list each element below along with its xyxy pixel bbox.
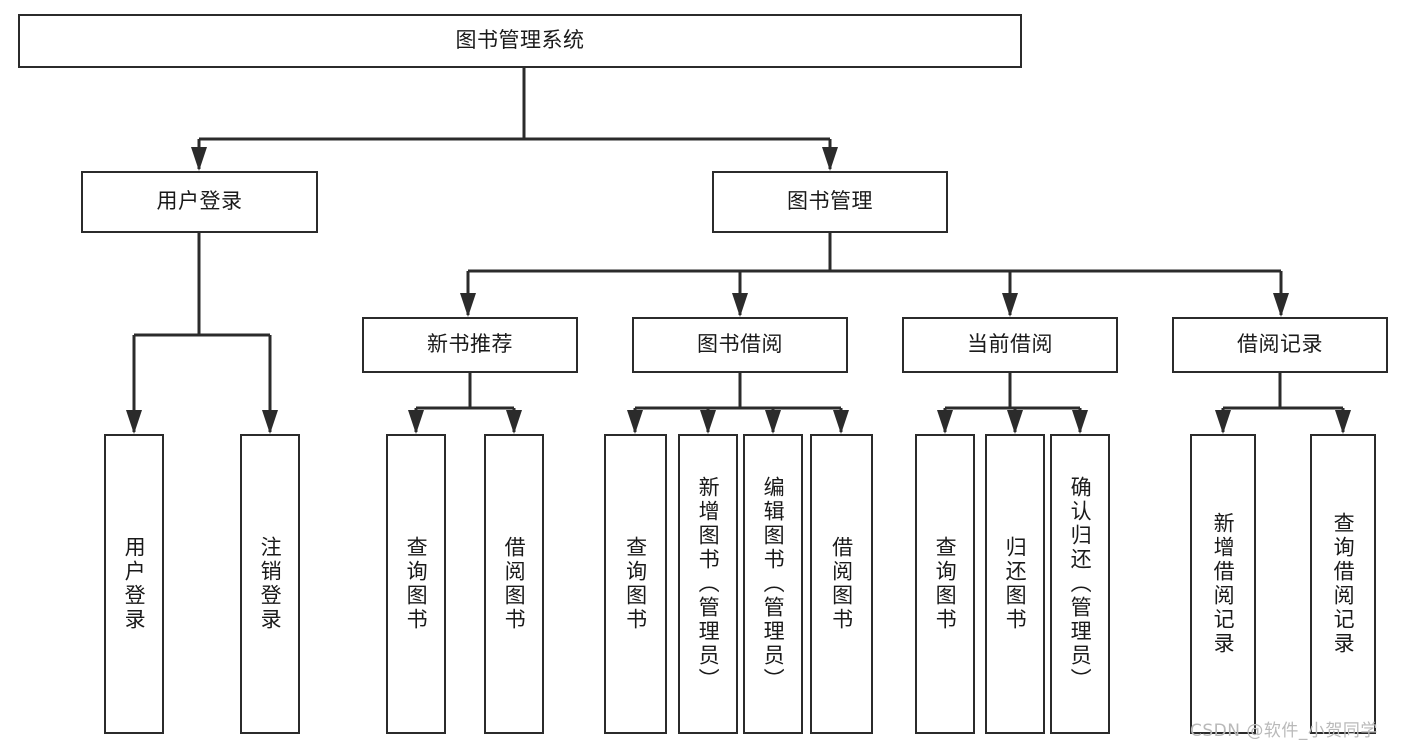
node-label: 新增图书（管理员） — [696, 476, 721, 692]
arrowhead-icon — [506, 410, 522, 434]
node-label: 查询图书 — [623, 536, 648, 632]
node-label: 查询图书 — [933, 536, 958, 632]
arrowhead-icon — [126, 410, 142, 434]
node-leaf-rec-add[interactable]: 新增借阅记录 — [1190, 434, 1256, 734]
arrowhead-icon — [1072, 410, 1088, 434]
arrowhead-icon — [627, 410, 643, 434]
node-user-login[interactable]: 用户登录 — [81, 171, 318, 233]
arrowhead-icon — [833, 410, 849, 434]
arrowhead-icon — [765, 410, 781, 434]
node-label: 当前借阅 — [967, 332, 1053, 357]
arrowhead-icon — [262, 410, 278, 434]
node-label: 借阅图书 — [502, 536, 527, 632]
node-label: 图书管理系统 — [455, 28, 585, 53]
node-label: 新书推荐 — [427, 332, 513, 357]
node-leaf-cur-return[interactable]: 归还图书 — [985, 434, 1045, 734]
node-current-borrow[interactable]: 当前借阅 — [902, 317, 1118, 373]
node-label: 编辑图书（管理员） — [761, 476, 786, 692]
node-leaf-user-logout[interactable]: 注销登录 — [240, 434, 300, 734]
arrowhead-icon — [937, 410, 953, 434]
node-label: 查询图书 — [404, 536, 429, 632]
node-label: 归还图书 — [1003, 536, 1028, 632]
node-leaf-borrow-lend[interactable]: 借阅图书 — [810, 434, 873, 734]
arrowhead-icon — [1002, 293, 1018, 317]
arrowhead-icon — [822, 147, 838, 171]
arrowhead-icon — [1335, 410, 1351, 434]
node-leaf-rec-query[interactable]: 查询图书 — [386, 434, 446, 734]
arrowhead-icon — [1215, 410, 1231, 434]
node-leaf-borrow-query[interactable]: 查询图书 — [604, 434, 667, 734]
arrowhead-icon — [1007, 410, 1023, 434]
node-book-manage[interactable]: 图书管理 — [712, 171, 948, 233]
node-leaf-cur-confirm[interactable]: 确认归还（管理员） — [1050, 434, 1110, 734]
node-label: 借阅记录 — [1237, 332, 1323, 357]
node-label: 图书管理 — [787, 189, 873, 214]
node-label: 借阅图书 — [829, 536, 854, 632]
arrowhead-icon — [460, 293, 476, 317]
node-label: 查询借阅记录 — [1331, 512, 1356, 656]
node-root[interactable]: 图书管理系统 — [18, 14, 1022, 68]
node-borrow-record[interactable]: 借阅记录 — [1172, 317, 1388, 373]
node-leaf-borrow-edit[interactable]: 编辑图书（管理员） — [743, 434, 803, 734]
node-book-borrow[interactable]: 图书借阅 — [632, 317, 848, 373]
node-leaf-cur-query[interactable]: 查询图书 — [915, 434, 975, 734]
arrowhead-icon — [191, 147, 207, 171]
node-label: 注销登录 — [258, 536, 283, 632]
node-new-book-rec[interactable]: 新书推荐 — [362, 317, 578, 373]
node-leaf-borrow-add[interactable]: 新增图书（管理员） — [678, 434, 738, 734]
node-leaf-rec-query2[interactable]: 查询借阅记录 — [1310, 434, 1376, 734]
arrowhead-icon — [408, 410, 424, 434]
node-label: 确认归还（管理员） — [1068, 476, 1093, 692]
watermark-text: CSDN @软件_小贺同学 — [1190, 721, 1378, 741]
node-label: 图书借阅 — [697, 332, 783, 357]
node-label: 用户登录 — [156, 189, 243, 214]
node-leaf-rec-borrow[interactable]: 借阅图书 — [484, 434, 544, 734]
arrowhead-icon — [732, 293, 748, 317]
node-label: 用户登录 — [122, 536, 147, 632]
arrowhead-icon — [1273, 293, 1289, 317]
node-label: 新增借阅记录 — [1211, 512, 1236, 656]
node-leaf-user-login[interactable]: 用户登录 — [104, 434, 164, 734]
arrowhead-icon — [700, 410, 716, 434]
